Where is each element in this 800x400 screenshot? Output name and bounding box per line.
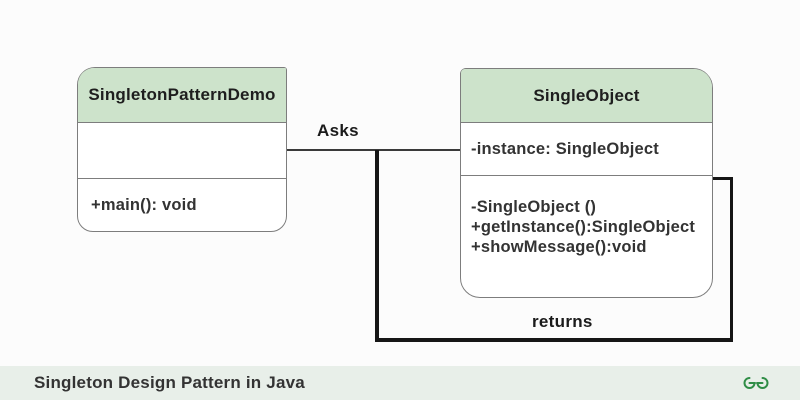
returns-relation-label: returns — [532, 312, 593, 331]
methods-section: -SingleObject () +getInstance():SingleOb… — [461, 176, 712, 297]
caption-text: Singleton Design Pattern in Java — [34, 373, 305, 392]
caption-bar: Singleton Design Pattern in Java — [0, 366, 800, 400]
class-title-single-object: SingleObject — [461, 69, 712, 123]
returns-connector-top-segment — [712, 177, 733, 180]
geeksforgeeks-logo-icon — [743, 377, 769, 389]
class-box-singleton-pattern-demo: SingletonPatternDemo +main(): void — [77, 67, 287, 232]
asks-connector-line — [287, 149, 460, 151]
class-name-text: SingletonPatternDemo — [88, 85, 276, 104]
returns-connector-left-segment — [375, 150, 379, 341]
class-box-single-object: SingleObject -instance: SingleObject -Si… — [460, 68, 713, 298]
returns-connector-right-segment — [729, 177, 733, 341]
class-name-text: SingleObject — [533, 85, 640, 105]
method-item: +getInstance():SingleObject — [471, 218, 696, 236]
returns-connector-bottom-segment — [375, 338, 733, 342]
class-title-singleton-pattern-demo: SingletonPatternDemo — [78, 68, 286, 123]
methods-section: +main(): void — [78, 179, 286, 231]
method-item: +main(): void — [91, 196, 197, 214]
method-item: +showMessage():void — [471, 238, 647, 256]
method-item: -SingleObject () — [471, 198, 597, 216]
asks-relation-label: Asks — [317, 121, 359, 140]
attribute-item: -instance: SingleObject — [471, 139, 659, 158]
attributes-section-empty — [78, 123, 286, 179]
attributes-section: -instance: SingleObject — [461, 123, 712, 176]
